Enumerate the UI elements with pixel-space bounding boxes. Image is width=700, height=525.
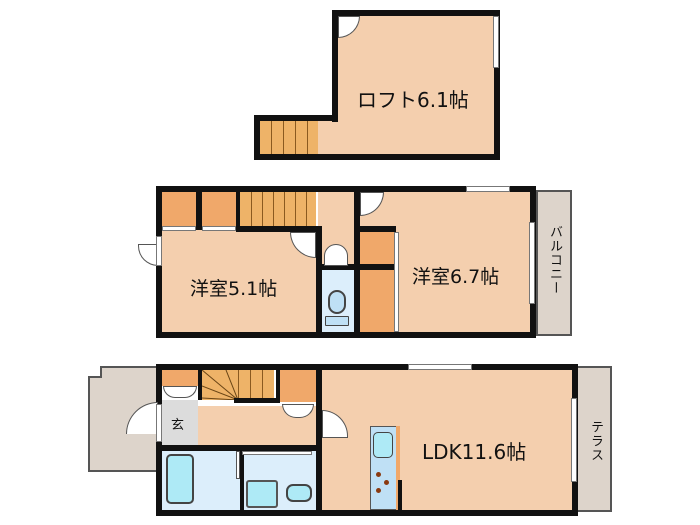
- stairs-2f: [240, 192, 316, 226]
- shoe-closet-door[interactable]: [163, 386, 197, 398]
- terrace-label: テラス: [588, 420, 603, 462]
- closet-1: [162, 192, 196, 226]
- room2-window-side: [529, 222, 535, 304]
- loft-room: [338, 14, 494, 156]
- entrance-label: 玄: [171, 418, 185, 433]
- closet-1f: [280, 370, 316, 402]
- western-room-1-label: 洋室5.1帖: [190, 278, 278, 300]
- ldk: [322, 370, 572, 510]
- balcony-label: バルコニー: [547, 225, 562, 295]
- entrance: [162, 400, 198, 446]
- bathtub: [166, 454, 194, 504]
- ldk-window-side: [571, 398, 577, 482]
- loft-label: ロフト6.1帖: [357, 88, 469, 112]
- western-room-1: [162, 230, 320, 334]
- closet-3: [360, 232, 394, 264]
- stairs-1f: [202, 370, 274, 400]
- room1-side-door[interactable]: [138, 244, 158, 266]
- closet-4: [360, 270, 394, 332]
- washing-machine: [246, 480, 278, 508]
- sink: [286, 484, 312, 502]
- toilet-door[interactable]: [324, 244, 348, 266]
- loft-stairs: [260, 120, 318, 154]
- stove-icon: [374, 470, 394, 500]
- bathroom-door[interactable]: [236, 451, 240, 479]
- balcony: [536, 190, 572, 336]
- loft-window: [493, 16, 499, 68]
- closet-2: [202, 192, 236, 226]
- room2-window-top: [466, 186, 510, 192]
- shoe-closet: [162, 370, 198, 386]
- toilet-tank: [325, 316, 349, 326]
- toilet-fixture: [328, 290, 346, 314]
- kitchen-sink: [373, 432, 393, 458]
- western-room-2-label: 洋室6.7帖: [412, 266, 500, 288]
- ldk-window-top: [408, 364, 472, 370]
- ldk-label: LDK11.6帖: [422, 440, 527, 464]
